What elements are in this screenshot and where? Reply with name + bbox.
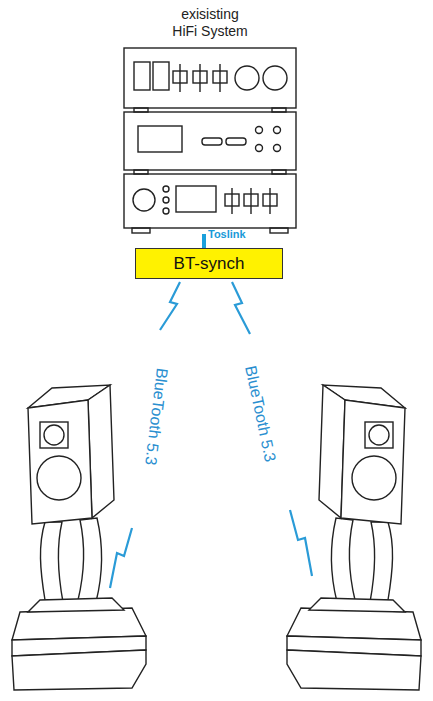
speaker [287, 385, 421, 690]
speaker [12, 385, 146, 690]
hifi-stack [124, 48, 296, 233]
edge-label: Toslink [208, 228, 246, 240]
hifi-system: exisisting HiFi System [118, 4, 302, 234]
link-label: BlueTooth 5.3 [241, 364, 279, 463]
bt-synch-box: BT-synch [135, 248, 283, 279]
node-text: exisisting HiFi System [169, 6, 251, 40]
toslink-cable [202, 234, 206, 248]
bluetooth-bolts [110, 282, 312, 588]
link-label: BlueTooth 5.3 [141, 367, 171, 466]
node-text: BT-synch [174, 254, 245, 274]
